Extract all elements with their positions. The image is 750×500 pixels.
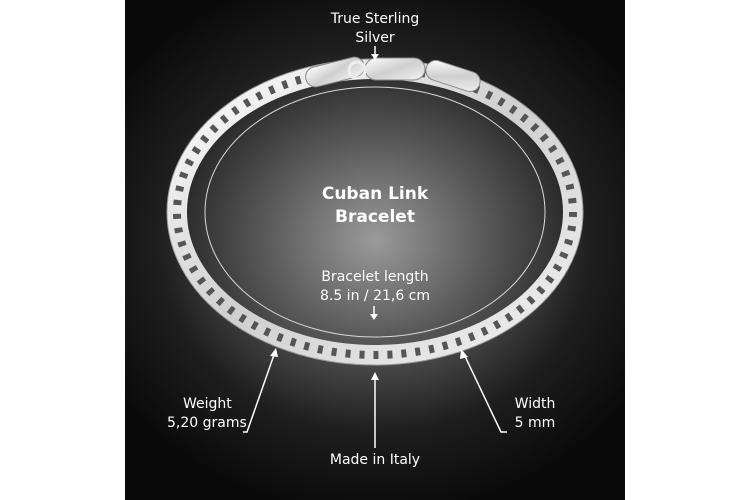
product-title: Cuban Link Bracelet [275,183,475,229]
top-label-line1: True Sterling [330,11,420,27]
top-label: True Sterling Silver [275,10,475,48]
weight-label-line2: 5,20 grams [167,415,247,431]
top-label-line2: Silver [355,30,395,46]
arrow-origin-icon [371,372,379,448]
bracelet-illustration [166,46,584,448]
length-label: Bracelet length 8.5 in / 21,6 cm [275,268,475,306]
product-title-line1: Cuban Link [321,184,429,204]
weight-label: Weight 5,20 grams [153,395,263,433]
inner-outline-ellipse [204,86,546,338]
width-label: Width 5 mm [495,395,575,433]
origin-label: Made in Italy [275,451,475,470]
length-label-line1: Bracelet length [321,269,429,285]
arrow-length-icon [370,306,378,320]
arrow-weight-icon [243,348,278,433]
product-title-line2: Bracelet [335,207,415,227]
bracelet-chain-links [173,65,577,359]
width-label-line1: Width [514,396,556,412]
length-label-line2: 8.5 in / 21,6 cm [319,288,431,304]
weight-label-line1: Weight [183,396,232,412]
arrow-width-icon [460,349,507,433]
origin-label-text: Made in Italy [329,452,421,468]
arrow-top-icon [371,46,379,60]
product-image-panel: True Sterling Silver Cuban Link Bracelet… [125,0,625,500]
width-label-line2: 5 mm [514,415,556,431]
lobster-clasp [305,56,481,93]
